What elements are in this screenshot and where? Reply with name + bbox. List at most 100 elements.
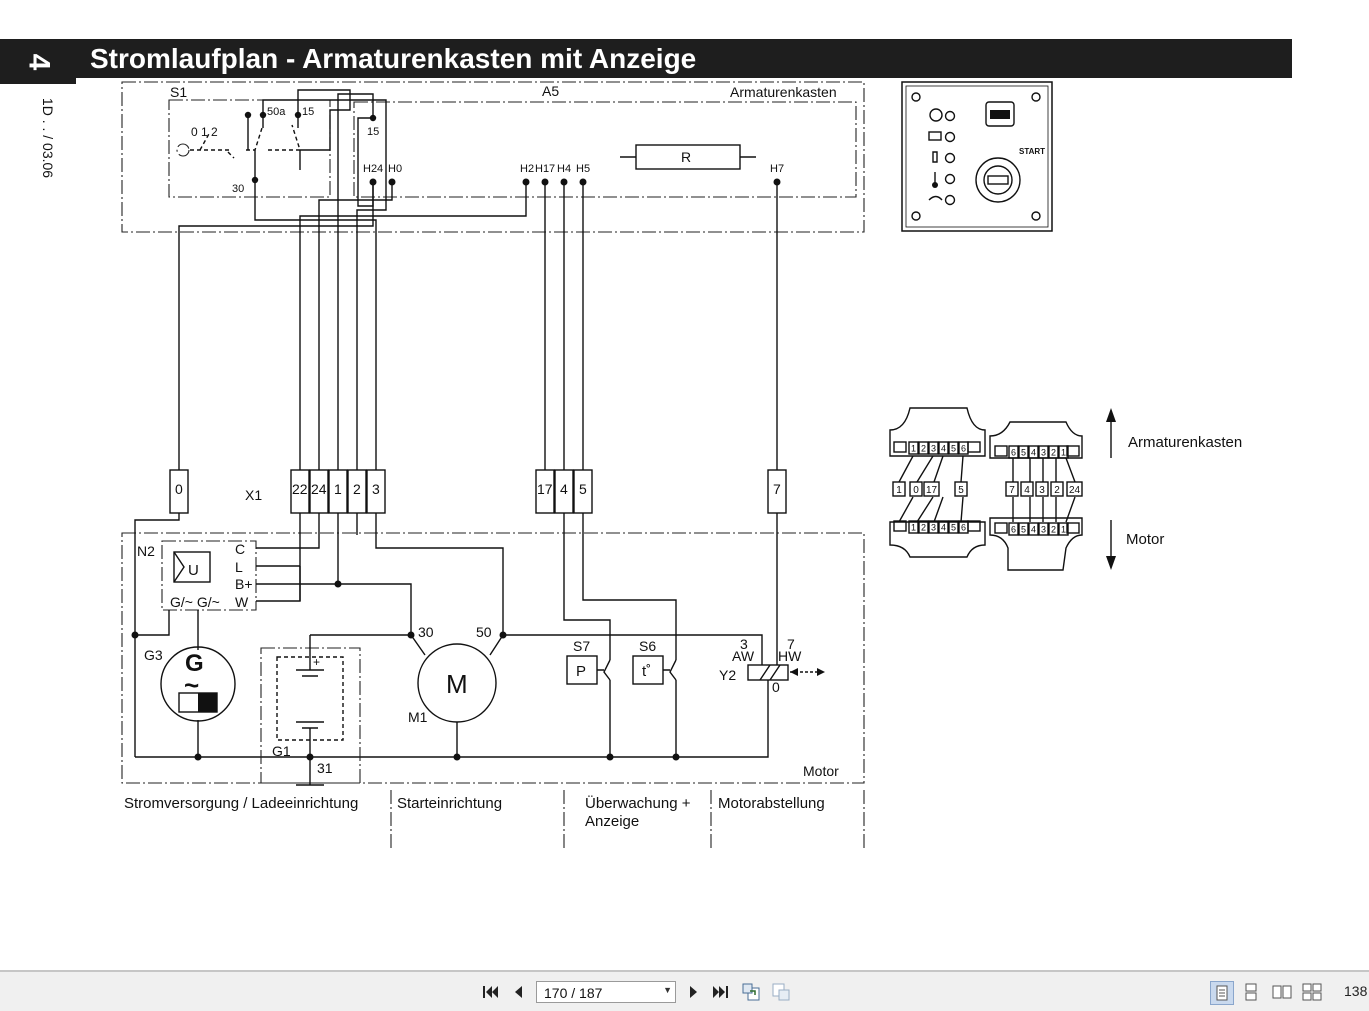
plug-mid-right-label: 2 [1054, 485, 1060, 496]
viewer-toolbar: ▼ 138 [0, 970, 1369, 1011]
solenoid-y2 [747, 664, 789, 681]
two-page-view-icon[interactable] [1272, 982, 1292, 1002]
zoom-level[interactable]: 138 [1344, 983, 1368, 999]
generator-tilde: ~ [184, 670, 199, 700]
regulator-pin-c: C [235, 541, 245, 557]
motor-box-label: Motor [803, 763, 839, 779]
plug-bottom-left-pin-box [938, 520, 949, 534]
m1-label: M1 [408, 709, 428, 725]
plug-top-left-pin-label: 5 [951, 444, 956, 454]
plug-mid-left-label: 1 [896, 485, 902, 496]
motor-box [121, 532, 865, 784]
plug-bottom-right-pin-box [1038, 522, 1049, 536]
terminal-15b: 15 [367, 126, 379, 138]
starter-terminal-30: 30 [418, 624, 434, 640]
two-page-continuous-view-icon[interactable] [1302, 982, 1322, 1002]
x1-pin-4: 4 [560, 481, 568, 497]
n2-label: N2 [137, 543, 155, 559]
switch-positions: 0 1 2 [191, 125, 218, 139]
page-title: Stromlaufplan - Armaturenkasten mit Anze… [90, 43, 697, 74]
first-page-icon[interactable] [480, 982, 500, 1002]
solenoid-terminal-3: 3 [740, 636, 748, 652]
ground-label: 31 [317, 760, 333, 776]
plug-bottom-right-pin-box [1028, 522, 1039, 536]
plug-mid-right-label: 24 [1069, 485, 1081, 496]
solenoid-aw: AW [732, 648, 755, 664]
indicator-lamps-icon [928, 108, 956, 206]
x1-pin-24: 24 [311, 481, 327, 497]
terminal-h5: H5 [576, 163, 590, 175]
plug-bottom-right-pin-label: 6 [1011, 525, 1016, 535]
terminal-h17: H17 [535, 163, 555, 175]
plug-bottom-left-pin-label: 1 [911, 523, 916, 533]
x1-pin-1: 1 [334, 481, 342, 497]
page-dropdown-icon[interactable]: ▼ [663, 985, 672, 995]
plug-bottom-left-pin-label: 6 [961, 523, 966, 533]
resistor-label: R [681, 149, 691, 165]
plug-bottom-left-pin-label: 4 [941, 523, 946, 533]
x1-pin-5: 5 [579, 481, 587, 497]
regulator-pin-l: L [235, 559, 243, 575]
terminal-15a: 15 [302, 106, 314, 118]
battery-plus: + [313, 655, 320, 669]
regulator-pin-b: B+ [235, 576, 253, 592]
resistor-r [635, 144, 741, 170]
plug-mid-right-box [1005, 481, 1019, 497]
plug-bottom-right-pin-label: 3 [1041, 525, 1046, 535]
terminal-h4: H4 [557, 163, 571, 175]
plug-top-left-pin-label: 6 [961, 444, 966, 454]
page-number-input[interactable] [542, 983, 656, 1003]
next-page-icon[interactable] [684, 982, 704, 1002]
plug-bottom-right-pin-box [1058, 522, 1069, 536]
plug-top-right-pin-label: 6 [1011, 448, 1016, 458]
plug-mid-right-label: 3 [1039, 485, 1045, 496]
go-forward-view-icon[interactable] [771, 982, 791, 1002]
x1-pin-0: 0 [175, 481, 183, 497]
x1-pin-3: 3 [372, 481, 380, 497]
previous-page-icon[interactable] [508, 982, 528, 1002]
section-motorabstellung: Motorabstellung [718, 795, 825, 812]
plug-mid-right-box [1035, 481, 1049, 497]
continuous-view-icon[interactable] [1241, 982, 1261, 1002]
plug-top-right-pin-label: 2 [1051, 448, 1056, 458]
plug-bottom-left-pin-box [948, 520, 959, 534]
section-ueberwachung: Überwachung + [585, 794, 691, 812]
plug-mid-left-label: 17 [926, 485, 938, 496]
arrow-up-label: Armaturenkasten [1128, 434, 1242, 451]
plug-top-right-pin-box [1058, 445, 1069, 459]
go-back-view-icon[interactable] [741, 982, 761, 1002]
armaturenkasten-box [121, 81, 865, 233]
regulator-n2 [161, 540, 257, 611]
x1-pin-2: 2 [353, 481, 361, 497]
plug-mid-right-label: 4 [1024, 485, 1030, 496]
plug-top-right-pin-box [1028, 445, 1039, 459]
terminal-h2: H2 [520, 163, 534, 175]
last-page-icon[interactable] [711, 982, 731, 1002]
solenoid-terminal-0: 0 [772, 679, 780, 695]
plug-bottom-left-pin-box [918, 520, 929, 534]
regulator-outputs: G/~ G/~ [170, 594, 220, 610]
section-starteinrichtung: Starteinrichtung [397, 795, 502, 812]
a5-label: A5 [542, 83, 559, 99]
plug-bottom-right-pin-box [1048, 522, 1059, 536]
plug-top-left-pin-box [918, 441, 929, 455]
instrument-panel-image: START [901, 81, 1053, 232]
g3-label: G3 [144, 647, 163, 663]
document-page: 4 Stromlaufplan - Armaturenkasten mit An… [0, 39, 1292, 850]
terminal-50a: 50a [267, 106, 286, 118]
terminal-frame [353, 101, 857, 198]
wiring-diagram: S1 A5 Armaturenkasten 0 1 2 50a 15 30 15… [121, 81, 1242, 850]
plug-top-left-pin-box [908, 441, 919, 455]
starter-m1 [417, 643, 497, 723]
plug-top-left-pin-label: 3 [931, 444, 936, 454]
s7-label: S7 [573, 638, 590, 654]
s1-label: S1 [170, 84, 187, 100]
x1-label: X1 [245, 487, 262, 503]
plug-bottom-right-pin-label: 5 [1021, 525, 1026, 535]
armaturenkasten-label: Armaturenkasten [730, 84, 837, 100]
single-page-view-icon[interactable] [1210, 981, 1234, 1005]
title-bar [0, 39, 1292, 78]
terminal-h7: H7 [770, 163, 784, 175]
page-number-field[interactable]: ▼ [536, 981, 676, 1003]
